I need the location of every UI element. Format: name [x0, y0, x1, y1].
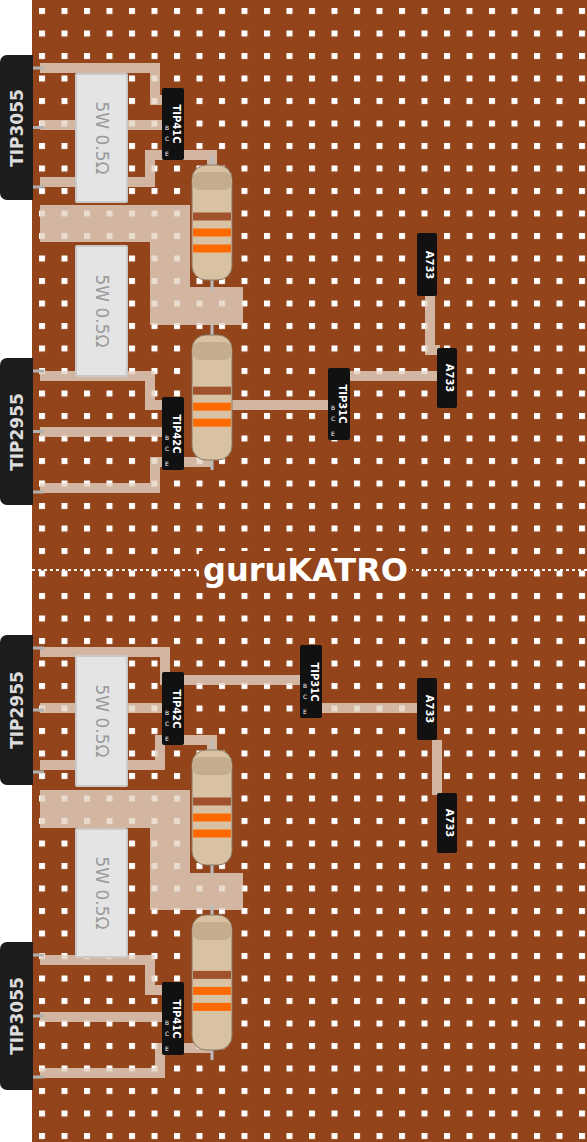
resistor-cap	[192, 757, 232, 775]
power-transistor: TIP3055	[0, 55, 33, 200]
part-name: A733	[424, 695, 435, 724]
color-band	[193, 830, 231, 838]
pin-letter: E	[303, 709, 307, 715]
power-transistor: TIP2955	[0, 635, 33, 785]
pin-letter: B	[165, 710, 169, 716]
small-transistor: A733	[437, 348, 457, 408]
pin-letter: B	[303, 683, 307, 689]
color-band	[193, 1003, 231, 1011]
part-name: TIP3055	[7, 89, 27, 167]
color-band	[193, 814, 231, 822]
part-name: A733	[444, 809, 455, 838]
transistor-lead	[33, 67, 44, 70]
part-name: TIP2955	[7, 671, 27, 749]
transistor-lead	[33, 954, 44, 957]
pin-letter: E	[165, 1046, 169, 1052]
resistor-symbol	[192, 165, 232, 280]
part-name: 5W 0.5Ω	[92, 684, 112, 757]
color-band	[193, 213, 231, 221]
pin-letter: E	[165, 736, 169, 742]
color-band	[193, 798, 231, 806]
color-band	[193, 971, 231, 979]
part-name: TIP41C	[170, 999, 181, 1038]
pin-letter: C	[331, 416, 335, 422]
transistor-lead	[33, 370, 44, 373]
part-name: A733	[444, 364, 455, 393]
ceramic-resistor: 5W 0.5Ω	[75, 73, 128, 203]
pin-letter: C	[303, 694, 307, 700]
color-band	[193, 403, 231, 411]
pin-letter: B	[165, 435, 169, 441]
small-transistor: TIP31CBC E	[328, 368, 350, 440]
part-name: TIP31C	[308, 662, 319, 701]
color-band	[193, 229, 231, 237]
transistor-lead	[33, 1015, 44, 1018]
pin-letter: B	[331, 405, 335, 411]
part-name: 5W 0.5Ω	[92, 101, 112, 174]
transistor-lead	[33, 647, 44, 650]
transistor-lead	[33, 771, 44, 774]
part-name: TIP3055	[7, 977, 27, 1055]
ceramic-resistor: 5W 0.5Ω	[75, 245, 128, 377]
resistor-cap	[192, 172, 232, 190]
part-name: TIP42C	[170, 689, 181, 728]
pin-letter: E	[165, 461, 169, 467]
part-name: TIP31C	[336, 384, 347, 423]
transistor-lead	[33, 430, 44, 433]
part-name: TIP41C	[170, 104, 181, 143]
part-name: TIP42C	[170, 414, 181, 453]
transistor-lead	[33, 1076, 44, 1079]
power-transistor: TIP2955	[0, 358, 33, 505]
transistor-lead	[33, 709, 44, 712]
pin-letter: E	[165, 151, 169, 157]
part-name: A733	[424, 250, 435, 279]
power-transistor: TIP3055	[0, 942, 33, 1090]
small-transistor: A733	[417, 233, 437, 296]
small-transistor: A733	[437, 793, 457, 853]
small-transistor: TIP41CBC E	[162, 982, 184, 1055]
color-band	[193, 987, 231, 995]
pin-letter: E	[331, 431, 335, 437]
part-name: 5W 0.5Ω	[92, 274, 112, 347]
color-band	[193, 387, 231, 395]
pin-letter: C	[165, 136, 169, 142]
pin-letter: C	[165, 446, 169, 452]
pin-letter: B	[165, 1020, 169, 1026]
resistor-cap	[192, 342, 232, 360]
small-transistor: TIP41CBC E	[162, 88, 184, 160]
ceramic-resistor: 5W 0.5Ω	[75, 828, 128, 958]
transistor-lead	[33, 126, 44, 129]
transistor-lead	[33, 491, 44, 494]
color-band	[193, 419, 231, 427]
small-transistor: A733	[417, 678, 437, 740]
color-band	[193, 245, 231, 253]
resistor-symbol	[192, 750, 232, 865]
pin-letter: C	[165, 721, 169, 727]
watermark: guruKATRO	[199, 551, 412, 589]
transistor-lead	[33, 186, 44, 189]
pin-letter: B	[165, 125, 169, 131]
small-transistor: TIP42CBC E	[162, 672, 184, 745]
resistor-cap	[192, 922, 232, 940]
small-transistor: TIP31CBC E	[300, 645, 322, 718]
part-name: TIP2955	[7, 393, 27, 471]
ceramic-resistor: 5W 0.5Ω	[75, 655, 128, 787]
resistor-symbol	[192, 335, 232, 460]
resistor-symbol	[192, 915, 232, 1050]
part-name: 5W 0.5Ω	[92, 856, 112, 929]
small-transistor: TIP42CBC E	[162, 397, 184, 470]
pin-letter: C	[165, 1031, 169, 1037]
